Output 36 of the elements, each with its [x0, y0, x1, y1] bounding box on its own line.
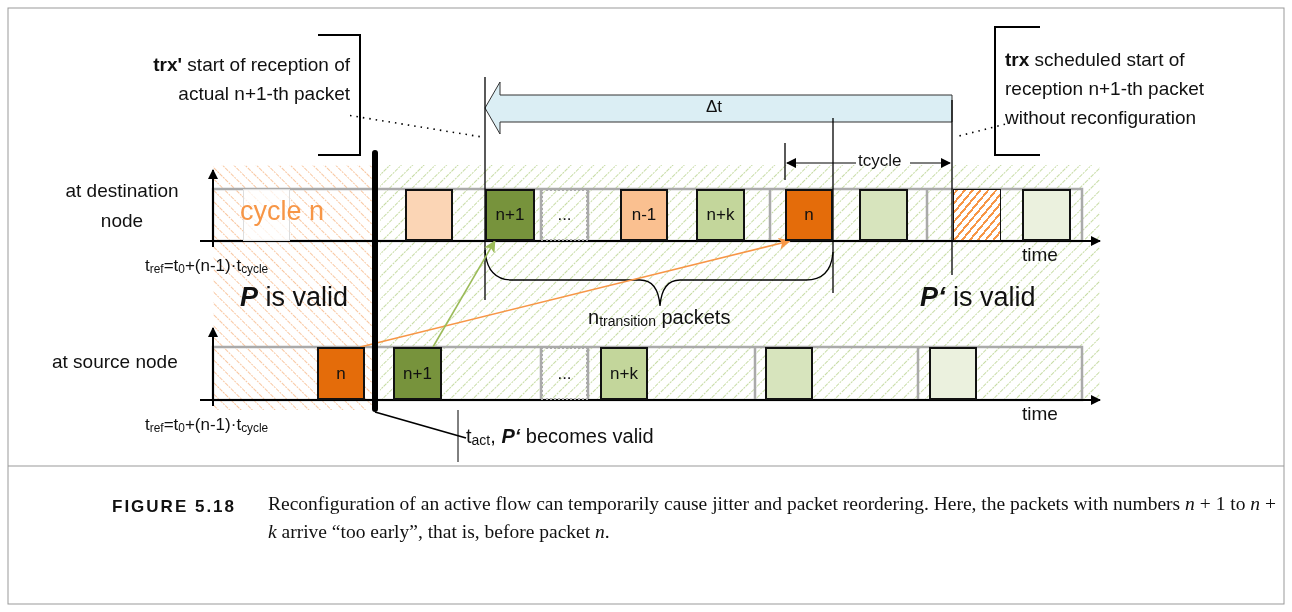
callout-text: t$_{act}$, P‘ becomes valid — [466, 422, 706, 454]
packet-box — [405, 189, 453, 241]
packet-box — [953, 189, 1001, 241]
interval-label: Δt — [706, 98, 723, 117]
figure-number: FIGURE 5.18 — [112, 498, 237, 517]
packet-box — [1022, 189, 1071, 241]
formula-label: t$_{ref}$=t$_{0}$+(n-1)·t$_{cycle}$ — [145, 416, 269, 435]
row-label: at destination node — [64, 179, 180, 233]
packet-box: ... — [541, 189, 588, 241]
leader-line — [349, 114, 483, 138]
packet-box: n — [785, 189, 833, 241]
arrow — [432, 240, 496, 348]
axis-label: time — [1022, 245, 1058, 266]
dimension-label: tcycle — [858, 152, 902, 171]
packet-box: n+1 — [485, 189, 535, 241]
formula-label: t$_{ref}$=t$_{0}$+(n-1)·t$_{cycle}$ — [145, 257, 269, 276]
cycle-label: cycle n — [240, 197, 325, 227]
packet-box: n+1 — [393, 347, 442, 400]
activation-bar — [372, 150, 378, 412]
callout-text: trx scheduled start of reception n+1-th packet without reconfiguration — [1005, 45, 1265, 137]
packet-box — [859, 189, 908, 241]
caption: Reconfiguration of an active flow can temporarily cause jitter and packet reordering. Here, the packets with numbers n + 1 to n + k arrive “too early”, that is, before packet n. — [268, 492, 1276, 544]
packet-box: n+k — [696, 189, 745, 241]
packet-box: n-1 — [620, 189, 668, 241]
packet-box — [929, 347, 977, 400]
axis-label: time — [1022, 404, 1058, 425]
validity-label: P‘ is valid — [920, 283, 1036, 313]
packet-box: n+k — [600, 347, 648, 400]
brace-label: n$_{transition}$ packets — [588, 306, 731, 330]
row-label: at source node — [52, 352, 178, 373]
packet-box — [765, 347, 813, 400]
packet-box: ... — [541, 347, 588, 400]
callout-text: trx' start of reception of actual n+1-th packet — [110, 50, 350, 142]
packet-box: n — [317, 347, 365, 400]
validity-label: P is valid — [240, 283, 349, 313]
arrow — [359, 237, 791, 348]
